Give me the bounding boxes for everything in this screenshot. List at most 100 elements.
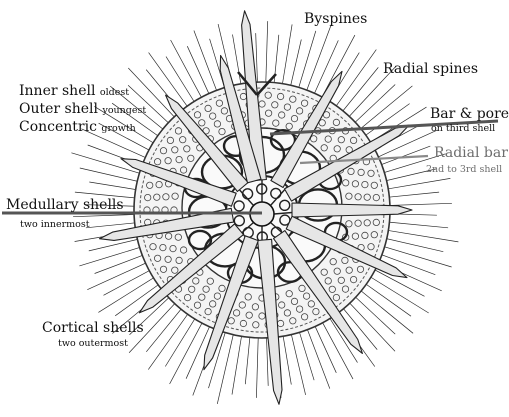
fine-spicule — [310, 40, 339, 103]
shell-pore — [202, 285, 210, 293]
inner-shell-label: Inner shell oldest — [19, 84, 129, 98]
fine-spicule — [146, 301, 188, 353]
shell-pore — [218, 128, 226, 136]
shell-pore — [180, 246, 188, 254]
shell-pore — [324, 277, 332, 285]
medullary-note: two innermost — [20, 219, 90, 230]
shell-pore — [144, 194, 152, 202]
shell-pore — [264, 91, 272, 99]
shell-pore — [174, 233, 182, 241]
shell-pore — [289, 317, 297, 325]
shell-pore — [272, 119, 280, 127]
shell-pore — [300, 99, 309, 107]
shell-pore — [164, 157, 172, 165]
shell-pore — [276, 92, 285, 101]
shell-pore — [220, 107, 228, 115]
fine-spicule — [109, 85, 171, 136]
shell-pore — [153, 193, 161, 201]
fine-spicule — [302, 23, 332, 100]
shell-pore — [175, 156, 183, 164]
shell-pore — [166, 136, 174, 144]
shell-pore — [332, 118, 340, 127]
inner-pore — [241, 188, 254, 200]
shell-pore — [345, 192, 353, 200]
radial-spine — [138, 223, 245, 314]
fine-spicule — [73, 213, 145, 218]
shell-pore — [179, 136, 187, 144]
radial-spine — [165, 94, 249, 193]
shell-pore — [184, 293, 192, 302]
shell-pore — [192, 277, 200, 285]
shell-pore — [320, 144, 328, 152]
radial-spine — [98, 207, 235, 241]
fine-spicule — [128, 67, 182, 125]
fine-spicule — [71, 152, 150, 177]
shell-pore — [283, 309, 291, 317]
fine-spicule — [379, 220, 449, 229]
inner-pore — [270, 187, 282, 200]
fine-spicule — [170, 39, 207, 107]
shell-pore — [183, 145, 191, 153]
shell-pore — [372, 218, 380, 226]
fine-spicule — [231, 326, 244, 395]
byspines-label: Byspines — [304, 11, 368, 27]
radial-spine — [270, 70, 343, 189]
cortical-note: two outermost — [58, 338, 128, 349]
shell-pore — [174, 127, 183, 135]
shell-pore — [356, 265, 365, 273]
shell-pore — [155, 181, 163, 189]
inner-pore — [256, 183, 268, 195]
radial-spine — [120, 158, 237, 207]
shell-pore — [351, 232, 359, 240]
shell-pore — [290, 115, 299, 123]
shell-pore — [367, 243, 375, 251]
shell-pore — [165, 232, 173, 240]
radial-spine — [285, 215, 408, 279]
inner-pore — [233, 200, 245, 212]
shell-pore — [290, 297, 299, 305]
shell-pore — [159, 244, 167, 252]
lattice-cell — [187, 229, 213, 251]
shell-pore — [198, 119, 206, 127]
shell-pore — [341, 285, 350, 293]
shell-pore — [245, 311, 253, 319]
fine-spicule — [148, 52, 194, 115]
medullary-shells-label: Medullary shells — [6, 197, 124, 213]
shell-pore — [370, 181, 378, 189]
shell-pore — [233, 309, 241, 317]
shell-pore — [239, 319, 247, 328]
fine-spicule — [369, 129, 438, 162]
shell-pore — [329, 258, 337, 266]
fine-spicule — [378, 228, 459, 243]
fine-spicule — [352, 85, 413, 136]
shell-pore — [337, 276, 345, 284]
fine-spicule — [366, 264, 425, 297]
shell-pore — [345, 220, 353, 228]
shell-pore — [372, 194, 380, 202]
shell-pore — [300, 313, 309, 321]
shell-pore — [159, 265, 168, 273]
shell-pore — [285, 122, 293, 130]
fine-spicule — [374, 153, 446, 176]
fine-spicule — [111, 102, 167, 142]
fine-spicule — [128, 296, 182, 353]
shell-pore — [328, 285, 336, 293]
shell-pore — [218, 284, 226, 292]
shell-pore — [264, 109, 273, 117]
fine-spicule — [193, 30, 221, 100]
radial-spine — [203, 235, 259, 371]
shell-pore — [354, 219, 362, 227]
shell-pore — [164, 255, 172, 263]
cortical-shells-label: Cortical shells — [42, 320, 144, 336]
shell-pore — [175, 256, 183, 264]
radial-bar-pointer — [299, 154, 429, 165]
shell-pore — [154, 254, 162, 262]
shell-pore — [354, 193, 362, 201]
shell-pore — [238, 301, 246, 309]
shell-pore — [180, 166, 188, 174]
fine-spicule — [265, 21, 269, 93]
shell-pore — [244, 293, 252, 301]
shell-pore — [209, 112, 217, 120]
shell-pore — [367, 169, 375, 177]
